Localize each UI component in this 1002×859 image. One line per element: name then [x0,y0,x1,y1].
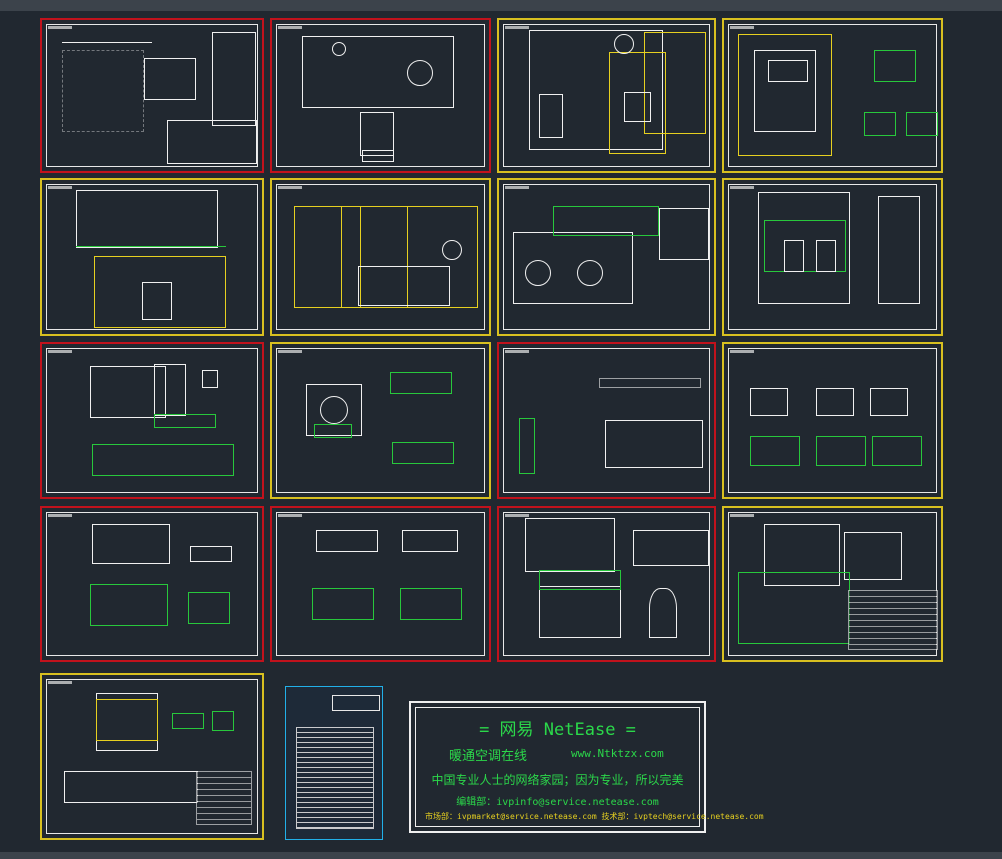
drawing-sheet[interactable] [722,18,943,173]
drawing-sheet[interactable] [722,342,943,499]
drawing-canvas[interactable]: = 网易 NetEase = 暖通空调在线 www.Ntktzx.com 中国专… [0,11,1002,852]
drawing-sheet[interactable] [40,506,264,662]
drawing-sheet[interactable] [270,178,491,336]
drawing-sheet[interactable] [40,342,264,499]
netease-title: = 网易 NetEase = [479,720,636,740]
netease-subtitle: 暖通空调在线 [449,749,528,764]
netease-slogan: 中国专业人士的网络家园；因为专业，所以完美 [431,773,684,787]
netease-footer: 市场部：ivpmarket@service.netease.com 技术部：iv… [425,812,764,821]
drawing-sheet[interactable] [722,178,943,336]
status-bar [0,852,1002,859]
netease-edit-email: 编辑部：ivpinfo@service.netease.com [456,797,659,808]
drawing-sheet[interactable] [722,506,943,662]
drawing-sheet[interactable] [40,18,264,173]
drawing-sheet[interactable] [497,178,716,336]
drawing-sheet[interactable] [270,506,491,662]
drawing-sheet[interactable] [497,18,716,173]
top-toolbar-strip [0,0,1002,11]
drawing-index-sheet[interactable] [285,686,383,840]
drawing-sheet[interactable] [270,18,491,173]
drawing-sheet[interactable] [40,178,264,336]
drawing-sheet[interactable] [40,673,264,840]
drawing-sheet[interactable] [270,342,491,499]
netease-url[interactable]: www.Ntktzx.com [571,747,664,760]
drawing-sheet[interactable] [497,342,716,499]
drawing-sheet[interactable] [497,506,716,662]
netease-info-block: = 网易 NetEase = 暖通空调在线 www.Ntktzx.com 中国专… [409,701,764,833]
